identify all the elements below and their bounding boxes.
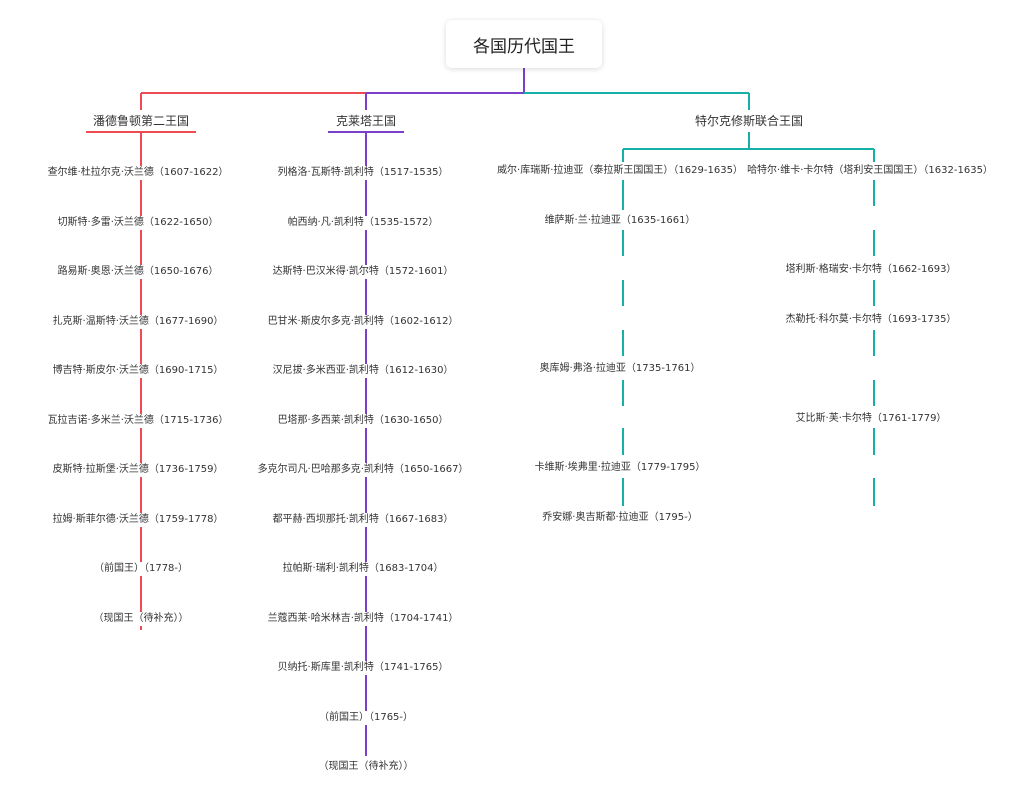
root-title: 各国历代国王 (473, 36, 575, 57)
ruler-node[interactable]: 乔安娜·奥吉斯都·拉迪亚（1795-） (540, 511, 700, 525)
ruler-node[interactable]: （现国王（待补充）） (91, 612, 191, 626)
ruler-node[interactable]: 奥库姆·弗洛·拉迪亚（1735-1761） (537, 362, 703, 376)
ruler-node[interactable]: 巴塔那·多西莱·凯利特（1630-1650） (275, 414, 451, 428)
ruler-node[interactable]: 查尔维·杜拉尔克·沃兰德（1607-1622） (45, 166, 231, 180)
ruler-node[interactable]: 巴甘米·斯皮尔多克·凯利特（1602-1612） (265, 315, 461, 329)
branch-teerkexiusi[interactable]: 特尔克修斯联合王国 (694, 114, 804, 128)
ruler-node[interactable]: 汉尼拔·多米西亚·凯利特（1612-1630） (270, 364, 456, 378)
ruler-node[interactable]: 都平赫·西坝那托·凯利特（1667-1683） (270, 513, 456, 527)
ruler-node[interactable]: 拉帕斯·瑞利·凯利特（1683-1704） (280, 562, 446, 576)
ruler-node[interactable]: 塔利斯·格瑞安·卡尔特（1662-1693） (783, 263, 959, 277)
ruler-node[interactable]: 路易斯·奥恩·沃兰德（1650-1676） (55, 265, 221, 279)
ruler-node[interactable]: 达斯特·巴汉米得·凯尔特（1572-1601） (270, 265, 456, 279)
ruler-node[interactable]: 列格洛·瓦斯特·凯利特（1517-1535） (275, 166, 451, 180)
ruler-node[interactable]: 维萨斯·兰·拉迪亚（1635-1661） (542, 214, 698, 228)
ruler-node[interactable]: 瓦拉吉诺·多米兰·沃兰德（1715-1736） (45, 414, 231, 428)
ruler-node[interactable]: 博吉特·斯皮尔·沃兰德（1690-1715） (50, 364, 226, 378)
ruler-node[interactable]: （前国王）（1778-） (91, 562, 191, 576)
branch-pandeluton[interactable]: 潘德鲁顿第二王国 (92, 114, 190, 128)
ruler-node[interactable]: 哈特尔·维卡·卡尔特（塔利安王国国王）（1632-1635） (745, 164, 995, 178)
root-node[interactable]: 各国历代国王 (446, 20, 602, 68)
ruler-node[interactable]: 兰蔻西莱·哈米林吉·凯利特（1704-1741） (265, 612, 461, 626)
ruler-node[interactable]: 卡维斯·埃弗里·拉迪亚（1779-1795） (532, 461, 708, 475)
ruler-node[interactable]: 威尔·库瑞斯·拉迪亚（泰拉斯王国国王）（1629-1635） (495, 164, 745, 178)
ruler-node[interactable]: 皮斯特·拉斯堡·沃兰德（1736-1759） (50, 463, 226, 477)
ruler-node[interactable]: 艾比斯·芙·卡尔特（1761-1779） (793, 412, 949, 426)
ruler-node[interactable]: 拉姆·斯菲尔德·沃兰德（1759-1778） (50, 513, 226, 527)
ruler-node[interactable]: 杰勒托·科尔莫·卡尔特（1693-1735） (783, 313, 959, 327)
ruler-node[interactable]: 扎克斯·温斯特·沃兰德（1677-1690） (50, 315, 226, 329)
ruler-node[interactable]: 贝纳托·斯库里·凯利特（1741-1765） (275, 661, 451, 675)
ruler-node[interactable]: 切斯特·多雷·沃兰德（1622-1650） (55, 216, 221, 230)
ruler-node[interactable]: （前国王）（1765-） (316, 711, 416, 725)
ruler-node[interactable]: （现国王（待补充）） (316, 760, 416, 774)
branch-kelaita[interactable]: 克莱塔王国 (335, 114, 397, 128)
ruler-node[interactable]: 帕西纳·凡·凯利特（1535-1572） (285, 216, 441, 230)
ruler-node[interactable]: 多克尔司凡·巴哈那多克·凯利特（1650-1667） (255, 463, 471, 477)
